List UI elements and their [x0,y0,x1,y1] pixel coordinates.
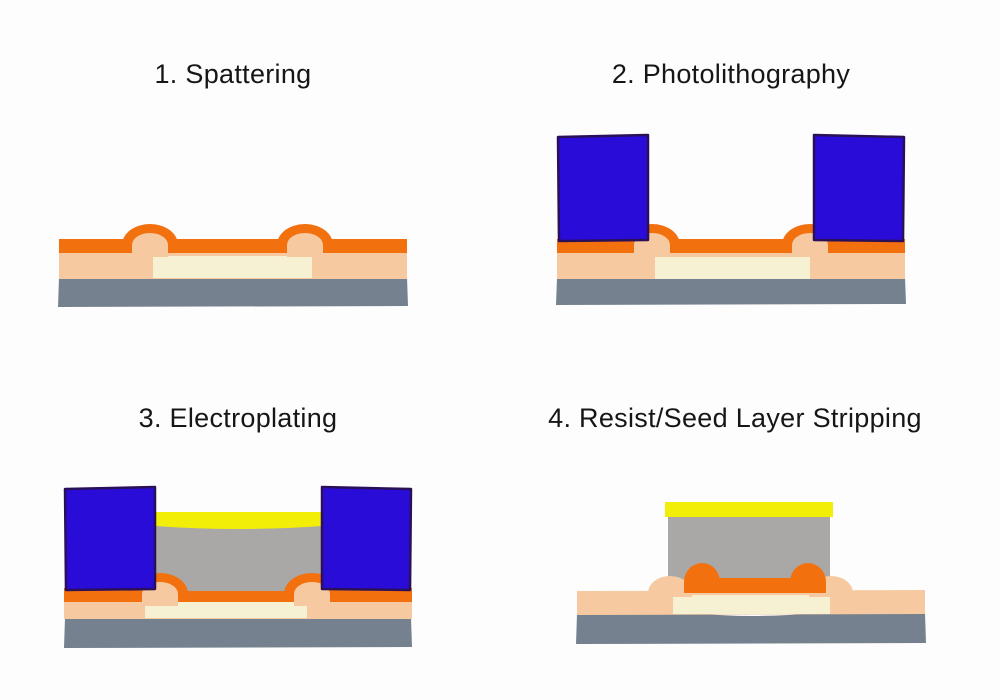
cap-layer [155,512,322,529]
stripping-diagram [576,502,926,644]
substrate-layer [576,613,926,644]
spattering-diagram [58,224,408,307]
bump-core-left [132,233,168,257]
bump-core-left [648,576,692,597]
photoresist-block-right [320,485,413,592]
photoresist-block-right [812,133,906,243]
photoresist-block-left [556,133,650,243]
opening-region [655,257,810,279]
step-4-title: 4. Resist/Seed Layer Stripping [548,403,922,433]
opening-region [145,601,307,618]
photolithography-diagram [556,133,906,305]
substrate-layer [556,277,906,305]
substrate-layer [58,277,408,307]
photoresist-block-left [63,485,157,592]
opening-region [153,256,312,278]
seed-bump-right [790,563,826,593]
substrate-layer [64,617,412,648]
opening-region [673,595,830,614]
step-2-title: 2. Photolithography [611,59,851,89]
seed-bump-left [684,563,720,593]
electroplating-diagram [63,485,413,648]
cap-layer [665,502,833,517]
seed-layer [59,239,407,253]
bump-core-right [287,233,323,257]
step-1-title: 1. Spattering [154,59,312,89]
step-3-title: 3. Electroplating [138,403,338,433]
